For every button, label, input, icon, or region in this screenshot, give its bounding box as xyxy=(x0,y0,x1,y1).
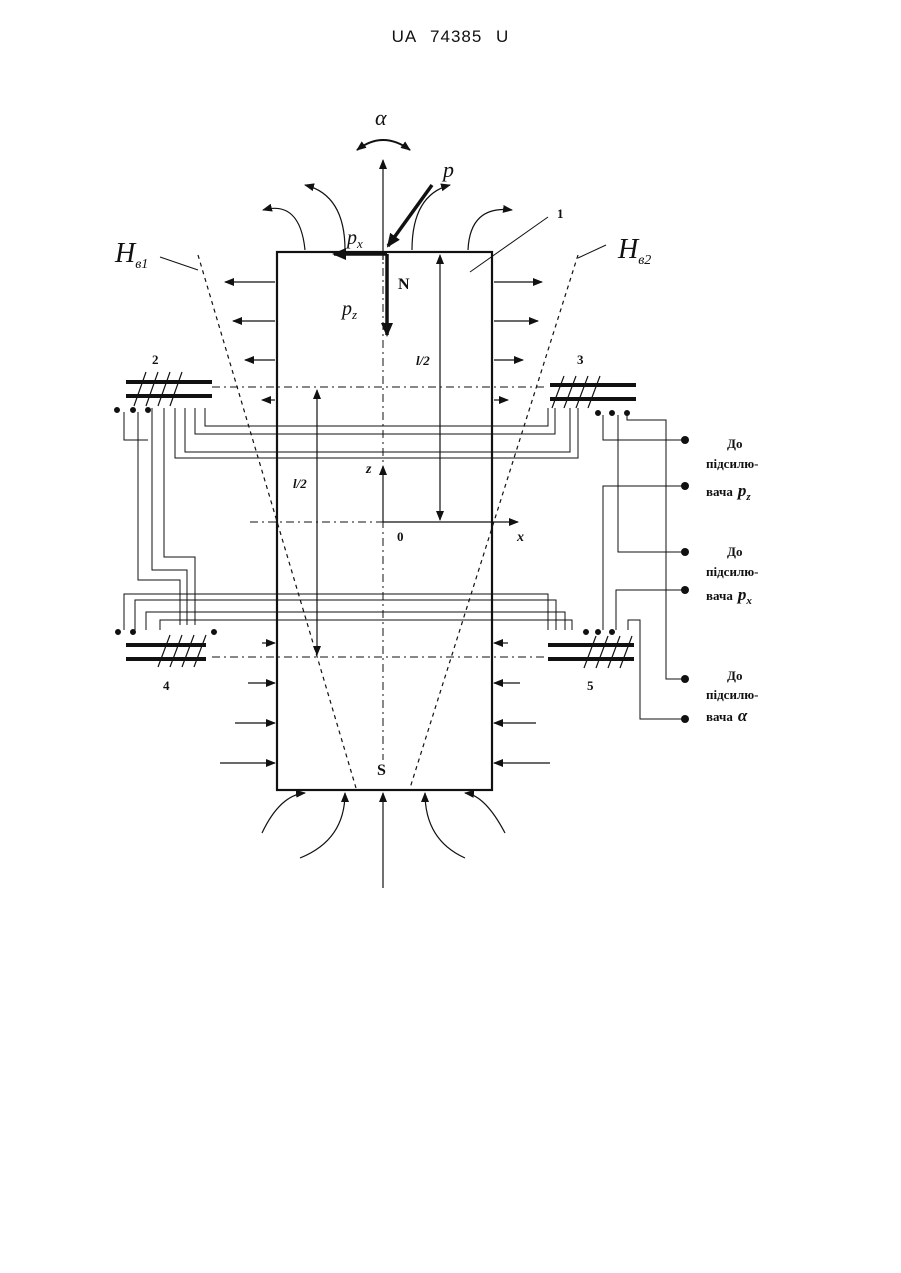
field-1-sub: в1 xyxy=(135,257,148,272)
part-3-label: 3 xyxy=(577,352,584,367)
axis-z-label: z xyxy=(365,462,372,477)
field-arrows-sides-in xyxy=(220,643,550,763)
part-1-label: 1 xyxy=(557,206,564,221)
output-label-px: До підсилю- вачаpx xyxy=(706,544,759,607)
axis-x-label: x xyxy=(516,530,524,545)
force-x-label: p xyxy=(345,227,357,249)
svg-text:pz: pz xyxy=(340,298,357,322)
coil-5 xyxy=(548,630,634,669)
pole-north-label: N xyxy=(398,276,410,293)
coil-2 xyxy=(115,372,213,413)
part-5-label: 5 xyxy=(587,678,594,693)
coil-4 xyxy=(116,630,217,668)
pole-south-label: S xyxy=(377,762,386,779)
force-z-sub: z xyxy=(351,307,357,322)
force-z-label: p xyxy=(340,298,352,320)
svg-text:вачаpz: вачаpz xyxy=(706,481,751,503)
coil-3 xyxy=(550,376,636,416)
field-1-label: H xyxy=(114,238,137,269)
part-4-label: 4 xyxy=(163,678,170,693)
svg-text:підсилю-: підсилю- xyxy=(706,687,759,702)
angle-label: α xyxy=(375,105,387,130)
part-2-label: 2 xyxy=(152,352,159,367)
field-2-label: H xyxy=(617,234,640,265)
field-arrows-bottom xyxy=(262,793,505,888)
wiring xyxy=(124,408,685,719)
force-arrow xyxy=(388,185,432,246)
rotation-arrow xyxy=(357,140,410,150)
svg-text:вачаpx: вачаpx xyxy=(706,585,752,607)
svg-text:До: До xyxy=(727,544,742,559)
magnet-body xyxy=(277,252,492,790)
output-label-pz: До підсилю- вачаpz xyxy=(706,436,759,503)
field-2-sub: в2 xyxy=(638,253,651,268)
svg-text:підсилю-: підсилю- xyxy=(706,564,759,579)
output-label-alpha: До підсилю- вачаα xyxy=(706,668,759,725)
origin-label: 0 xyxy=(397,529,404,544)
svg-text:До: До xyxy=(727,436,742,451)
svg-text:вачаα: вачаα xyxy=(706,706,748,725)
force-x-sub: x xyxy=(356,236,363,251)
output-terminals xyxy=(681,436,689,723)
svg-text:Hв2: Hв2 xyxy=(617,234,651,268)
svg-text:px: px xyxy=(345,227,363,251)
dim-upper-label: l/2 xyxy=(416,353,430,368)
field-arrows-top xyxy=(263,185,512,250)
force-label: p xyxy=(441,157,454,182)
svg-text:Hв1: Hв1 xyxy=(114,238,148,272)
center-lines xyxy=(212,160,548,760)
svg-text:До: До xyxy=(727,668,742,683)
svg-text:підсилю-: підсилю- xyxy=(706,456,759,471)
dim-lower-label: l/2 xyxy=(293,476,307,491)
